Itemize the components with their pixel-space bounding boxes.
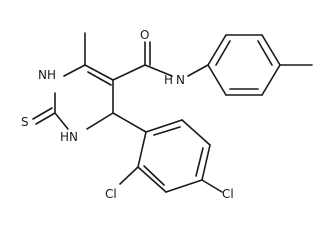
bond-c4-c5 [84,64,114,81]
bond-n1-c2 [54,112,69,130]
bond-dcp-4 [165,179,203,193]
bond-n-aryl [187,64,209,77]
label-hn-ring-bottom: HN [60,130,78,144]
bond-dcp-3 [201,144,211,181]
bond-dcp-6 [137,131,147,168]
bond-dcp-cl-ortho [119,166,139,185]
bond-tolyl-inner-1 [215,40,231,66]
bond-dcp-cl-para [201,179,223,193]
bond-dcp-5 [137,166,167,193]
label-nh-ring-top: NH [38,68,56,82]
bond-dcp-1 [145,119,183,133]
bond-c2-s-1 [35,112,56,125]
bond-c6-n1 [86,112,114,130]
label-s: S [21,115,29,129]
bond-dcp-2 [181,119,211,146]
bond-tolyl-inner-2 [257,40,273,66]
bond-c5-carbonyl [112,64,146,81]
label-amide-h: H [164,73,173,87]
label-cl-para: Cl [222,187,234,201]
label-cl-ortho: Cl [105,187,117,201]
bond-tolyl-6 [207,64,227,96]
bond-c4-c5-inner [87,71,112,86]
bond-carbonyl-n [144,64,173,77]
bond-tolyl-4 [261,64,281,96]
bond-dcp-inner-1 [153,126,181,136]
bond-dcp-inner-3 [143,165,165,186]
molecule-structure: NH HN S HN O N H Cl Cl [21,28,313,201]
label-amide-n: N [176,73,185,87]
label-o: O [140,28,149,42]
bond-tolyl-3 [261,34,281,66]
bond-c2-s-2 [32,107,53,120]
bond-dcp-inner-2 [195,147,204,177]
bond-tolyl-1 [207,34,227,66]
bond-c6-aryl [112,112,147,133]
bond-n3-c4 [63,64,86,77]
